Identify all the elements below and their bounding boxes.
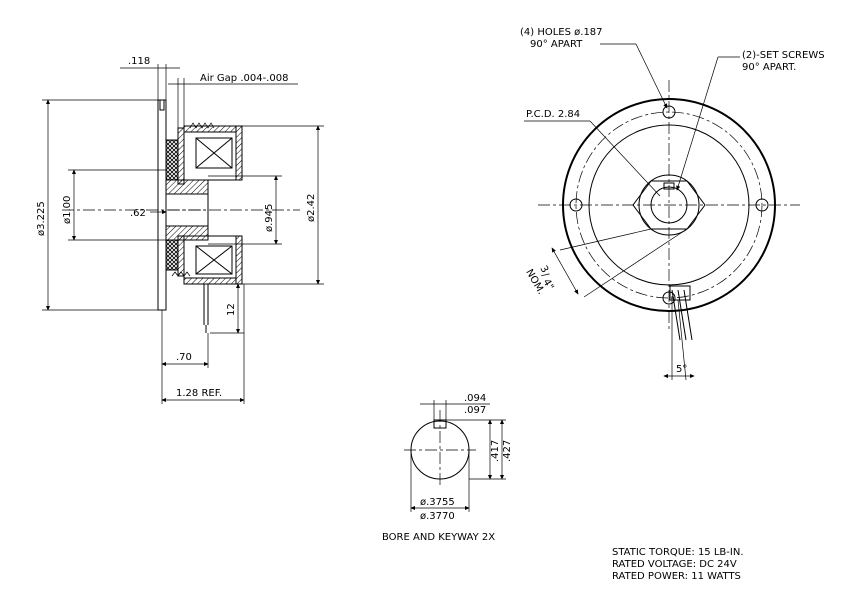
dim-62-label: .62 xyxy=(130,208,146,219)
coil-upper xyxy=(195,137,233,169)
keyway xyxy=(663,182,675,190)
coil-lower-x xyxy=(195,245,233,275)
coil-lower xyxy=(195,245,233,275)
hex-dim-slash: / xyxy=(539,271,551,280)
armature-strip-bottom xyxy=(177,235,185,277)
kw-dim-a: .094 xyxy=(464,393,486,404)
hub-circle xyxy=(638,174,700,236)
spring-top xyxy=(189,122,215,129)
coil-upper-x xyxy=(195,137,233,169)
dim-100-label: ø1.00 xyxy=(62,196,73,224)
body-upper-top xyxy=(183,125,237,133)
hub-bottom xyxy=(165,225,209,241)
bore-caption: BORE AND KEYWAY 2X xyxy=(382,532,495,543)
kw-dim-b: .097 xyxy=(464,405,486,416)
hub-top xyxy=(165,179,209,195)
dim-70-label: .70 xyxy=(176,352,192,363)
mount-hole-left xyxy=(569,198,583,212)
body-upper-wall xyxy=(235,125,243,181)
flange-plate xyxy=(157,99,167,311)
air-gap-label: Air Gap .004-.008 xyxy=(200,73,288,84)
bore-circle xyxy=(650,186,688,224)
screws-leader xyxy=(676,56,719,191)
body-upper xyxy=(183,125,243,181)
mount-hole-bottom xyxy=(662,291,676,305)
specs-block: STATIC TORQUE: 15 LB-IN. RATED VOLTAGE: … xyxy=(612,547,744,582)
body-lower-bottom xyxy=(183,277,237,285)
spec-power: RATED POWER: 11 WATTS xyxy=(612,571,741,582)
holes-leader xyxy=(635,43,668,109)
lead-wires xyxy=(203,284,209,333)
dim-12-label: 12 xyxy=(226,303,237,316)
front-lead-clamp xyxy=(669,285,691,301)
spring-bottom xyxy=(171,271,191,277)
screws-note-2: 90° APART. xyxy=(742,62,796,73)
flange-tab xyxy=(159,99,165,111)
holes-note-2: 90° APART xyxy=(530,39,583,50)
spec-voltage: RATED VOLTAGE: DC 24V xyxy=(612,559,737,570)
bore-dim-a: ø.3755 xyxy=(420,497,455,508)
hex-dim-3: 3 xyxy=(537,264,550,275)
pcd-leader xyxy=(589,120,661,197)
body-lower-wall xyxy=(235,235,243,285)
hex-dim-label: 3 / 4" NOM. xyxy=(523,264,555,297)
bore-dim-b: ø.3770 xyxy=(420,511,455,522)
hex-dim-line xyxy=(551,247,579,295)
hex-ext-2 xyxy=(583,228,688,298)
mount-hole-right xyxy=(755,198,769,212)
front-lead-wires xyxy=(671,289,693,341)
side-view: .118 Air Gap .004-.008 ø3.225 ø1.00 .62 … xyxy=(36,56,324,404)
friction-disc-top xyxy=(165,139,179,181)
dim-118-label: .118 xyxy=(128,56,150,67)
bore-keyway-view: .094 .097 .417 .427 ø.3755 ø.3770 BORE A… xyxy=(382,393,513,543)
depth-dim-a: .417 xyxy=(490,440,501,462)
dim-ref-label: 1.28 REF. xyxy=(176,388,222,399)
dim-945-label: ø.945 xyxy=(264,204,275,232)
armature-strip-top xyxy=(177,127,185,185)
hex-ext-1 xyxy=(559,228,652,251)
spec-torque: STATIC TORQUE: 15 LB-IN. xyxy=(612,547,744,558)
friction-disc-bottom xyxy=(165,239,179,271)
dim-3225-label: ø3.225 xyxy=(36,201,47,236)
pcd-label: P.C.D. 2.84 xyxy=(526,109,580,120)
mount-hole-top xyxy=(662,105,676,119)
hex-dim-4: 4" xyxy=(540,277,555,292)
depth-dim-b: .427 xyxy=(502,440,513,462)
holes-note-1: (4) HOLES ø.187 xyxy=(520,27,603,38)
dim-242-label: ø2.42 xyxy=(306,194,317,222)
body-lower xyxy=(183,235,243,285)
angle-label: 5° xyxy=(676,364,687,375)
angle-lead-line xyxy=(677,299,687,381)
screws-note-1: (2)-SET SCREWS xyxy=(742,50,825,61)
front-view: (4) HOLES ø.187 90° APART (2)-SET SCREWS… xyxy=(520,27,825,381)
